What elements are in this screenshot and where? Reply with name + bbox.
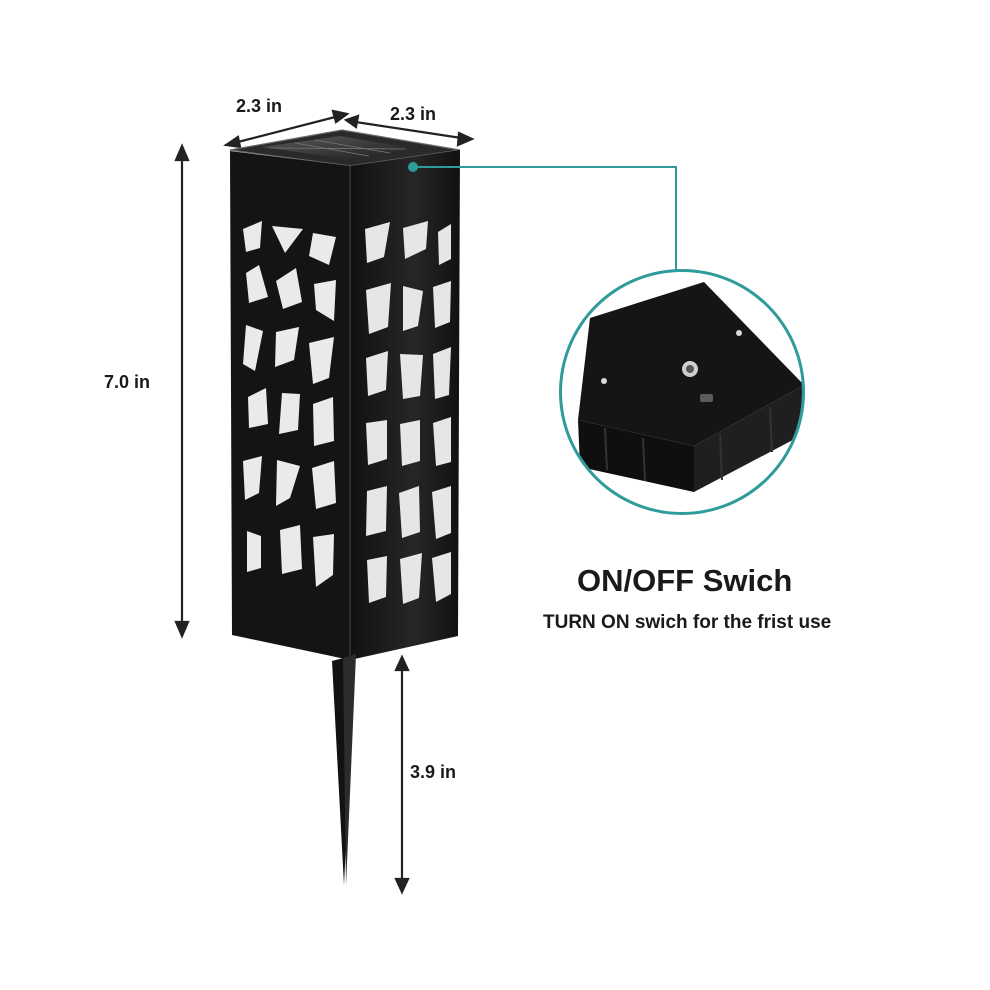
height-label: 7.0 in	[104, 372, 151, 392]
width-right-label: 2.3 in	[390, 104, 437, 124]
switch-note: TURN ON swich for the frist use	[543, 612, 832, 633]
solar-pathway-light-icon	[229, 129, 461, 886]
width-left-label: 2.3 in	[236, 96, 283, 116]
stake-length-label: 3.9 in	[410, 762, 457, 782]
switch-callout-line	[408, 162, 805, 515]
dimension-arrows	[174, 109, 475, 895]
switch-closeup-icon	[562, 272, 802, 512]
switch-title: ON/OFF Swich	[577, 563, 793, 598]
